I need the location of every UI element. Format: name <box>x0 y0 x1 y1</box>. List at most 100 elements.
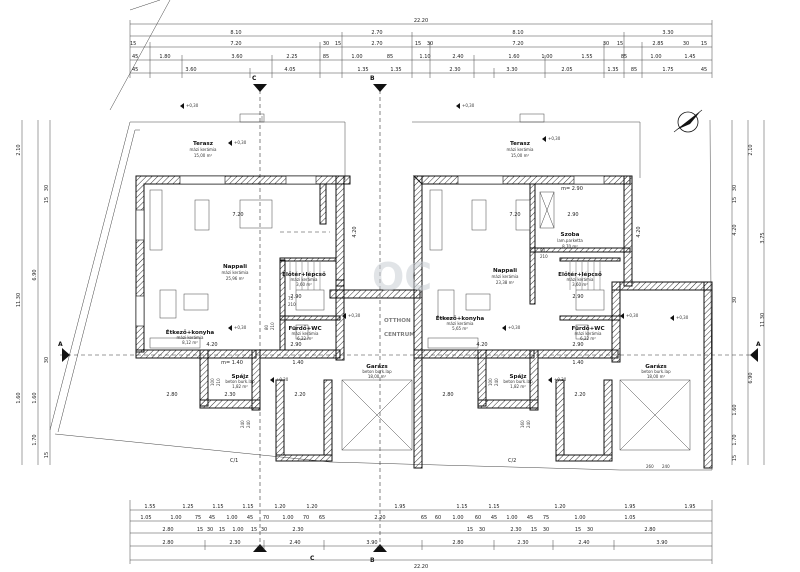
dim-left-5: 30 <box>44 357 50 363</box>
room-name: Nappali <box>223 264 247 270</box>
dim-top-r2-9: 15 <box>617 41 623 47</box>
level-arrow-icon <box>670 315 674 321</box>
door-code: 260 <box>646 464 654 469</box>
inner-dim: 2.90 <box>290 342 301 348</box>
section-arrow-b-bottom <box>373 544 387 552</box>
dim-top-r4-2: 4.05 <box>284 67 295 73</box>
dim-top-r4-10: 1.75 <box>662 67 673 73</box>
dim-bot-r1-11: 1.95 <box>684 504 695 510</box>
inner-dim: 2.90 <box>572 294 583 300</box>
room-area: 23,38 m² <box>496 280 515 285</box>
dim-top-r3-10: 1.00 <box>541 54 552 60</box>
inner-dim: 4.20 <box>352 226 358 237</box>
dim-bot-r3-13: 15 <box>575 527 581 533</box>
level-arrow-icon <box>270 377 274 383</box>
room-area: 25,96 m² <box>226 276 245 281</box>
level-arrow-icon <box>228 325 232 331</box>
dim-bot-r2-9: 65 <box>319 515 325 521</box>
dim-top-r1-3: 3.30 <box>662 30 673 36</box>
door-code: 240 <box>246 420 251 428</box>
dim-bot-r3-8: 15 <box>467 527 473 533</box>
svg-text:OC: OC <box>372 255 432 299</box>
dim-top-r4-5: 2.30 <box>449 67 460 73</box>
dim-top-r3-12: 85 <box>621 54 627 60</box>
room-material: mázi kerámia <box>176 335 204 340</box>
room-name: Spájz <box>232 373 249 380</box>
dim-bot-r1-9: 1.20 <box>554 504 565 510</box>
right-dimensions: 2.10 30 15 3.75 4.20 11.30 6.90 1.60 1.7… <box>731 120 766 465</box>
room-name: Szoba <box>561 232 580 238</box>
interior-dimensions: 7.20 7.20 2.90 4.20 4.20 4.20 4.20 2.90 … <box>166 186 642 398</box>
dim-top-r4-9: 85 <box>631 67 637 73</box>
level-value: +0,30 <box>626 313 639 318</box>
room-area: 1,82 m² <box>510 384 526 389</box>
dim-right-10: 30 <box>732 297 738 303</box>
watermark-line2: CENTRUM <box>384 332 415 338</box>
dim-bot-r1-2: 1.15 <box>212 504 223 510</box>
level-value: +0,30 <box>276 377 289 382</box>
dim-bot-r3-6: 30 <box>261 527 267 533</box>
room-name: Spájz <box>510 373 527 380</box>
room-name: Étkező+konyha <box>436 314 485 322</box>
site-outline <box>49 0 713 471</box>
room-name: Előtér+lépcső <box>558 271 602 278</box>
dim-bot-r2-14: 60 <box>475 515 481 521</box>
door-code: 210 <box>216 378 221 386</box>
dim-bot-r2-19: 1.00 <box>574 515 585 521</box>
inner-dim: 7.20 <box>232 212 243 218</box>
room-name: Fürdő+WC <box>571 326 604 332</box>
room-area: 6,22 m² <box>297 336 313 341</box>
dim-bot-r3-15: 2.80 <box>644 527 655 533</box>
dim-bot-r3-1: 15 <box>197 527 203 533</box>
room-material: mázi kerámia <box>491 274 519 279</box>
house-right <box>412 175 713 469</box>
dim-bot-r4-6: 2.40 <box>578 540 589 546</box>
dim-top-r3-5: 1.00 <box>351 54 362 60</box>
room-labels: Terasz mázi kerámia 15,00 m² Terasz mázi… <box>166 141 671 389</box>
inner-dim: 2.90 <box>572 342 583 348</box>
room-area: 5,65 m² <box>452 326 468 331</box>
door-code: 240 <box>662 464 670 469</box>
dim-top-r3-2: 3.60 <box>231 54 242 60</box>
level-value: +0,30 <box>548 136 561 141</box>
dim-top-r2-4: 2.70 <box>371 41 382 47</box>
room-material: mázi kerámia <box>574 331 602 336</box>
bottom-dimensions: 1.55 1.25 1.15 1.15 1.20 1.20 1.95 1.15 … <box>129 500 713 570</box>
dim-bot-r4-0: 2.80 <box>162 540 173 546</box>
inner-dim: 1.40 <box>292 360 303 366</box>
door-code: 210 <box>270 322 275 330</box>
room-area: 6,22 m² <box>580 336 596 341</box>
room-material: mázi kerámia <box>290 277 318 282</box>
inner-dim: 2.80 <box>442 392 453 398</box>
dim-top-r4-11: 45 <box>701 67 707 73</box>
level-value: +0,30 <box>186 103 199 108</box>
door-code: 210 <box>288 302 296 307</box>
dim-bot-r1-5: 1.20 <box>306 504 317 510</box>
door-code: 100 <box>210 378 215 386</box>
dim-bot-r3-5: 15 <box>251 527 257 533</box>
section-arrow-c-bottom <box>253 544 267 552</box>
dim-bot-r2-18: 75 <box>543 515 549 521</box>
level-value: +0,30 <box>462 103 475 108</box>
room-name: Garázs <box>366 363 388 370</box>
dim-top-r3-1: 1.80 <box>159 54 170 60</box>
section-tag-c1: C/1 <box>230 458 238 464</box>
level-markers: +0,30 +0,30 +0,30 +0,30 +0,30 +0,30 +0,3… <box>180 103 689 383</box>
dim-bot-r4-7: 3.90 <box>656 540 667 546</box>
section-tag-c-top: C <box>252 75 257 82</box>
dim-bot-r3-12: 30 <box>543 527 549 533</box>
dim-bot-r2-8: 70 <box>303 515 309 521</box>
dim-left-1: 30 <box>44 185 50 191</box>
dim-top-r3-0: 45 <box>132 54 138 60</box>
dim-bot-r3-2: 30 <box>207 527 213 533</box>
level-arrow-icon <box>456 103 460 109</box>
dim-bot-r2-10: 2.20 <box>374 515 385 521</box>
dim-right-7: 1.60 <box>732 404 738 415</box>
level-arrow-icon <box>228 140 232 146</box>
room-area: 18,00 m² <box>368 374 387 379</box>
dim-left-9: 15 <box>44 452 50 458</box>
room-material: mázi kerámia <box>189 147 217 152</box>
dim-top-r3-13: 1.00 <box>650 54 661 60</box>
dim-top-r3-6: 85 <box>387 54 393 60</box>
dim-right-1: 30 <box>732 185 738 191</box>
